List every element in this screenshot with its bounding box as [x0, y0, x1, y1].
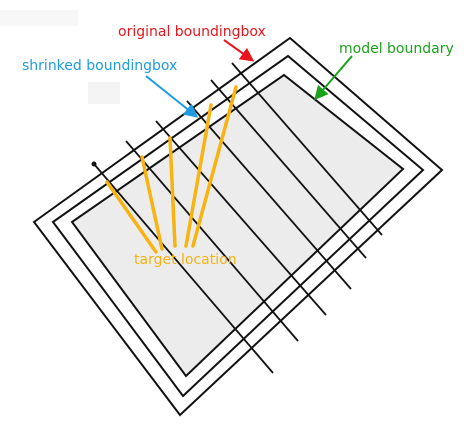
model-boundary-label: model boundary [339, 41, 454, 57]
faded-background-element [0, 10, 78, 26]
original-boundingbox-label: original boundingbox [118, 24, 266, 40]
slice-line [155, 120, 327, 316]
shrinked-boundingbox-outline [70, 73, 405, 378]
target-location-label: target location [134, 252, 237, 268]
shrinked-boundingbox-arrow [145, 75, 199, 118]
faded-background-element [88, 82, 120, 104]
slice-line [186, 100, 352, 290]
model-boundary-arrow [314, 55, 353, 101]
target-line [184, 103, 213, 248]
target-line [140, 155, 164, 251]
slice-line-endpoint [91, 161, 97, 167]
slice-line [210, 79, 367, 259]
target-line [168, 136, 177, 248]
original-boundingbox-arrow [223, 39, 255, 62]
shrinked-boundingbox-label: shrinked boundingbox [22, 58, 177, 74]
slice-line [125, 140, 299, 342]
target-line [105, 180, 158, 254]
slice-line [93, 163, 274, 374]
target-line [191, 85, 238, 248]
slice-line [231, 62, 383, 236]
